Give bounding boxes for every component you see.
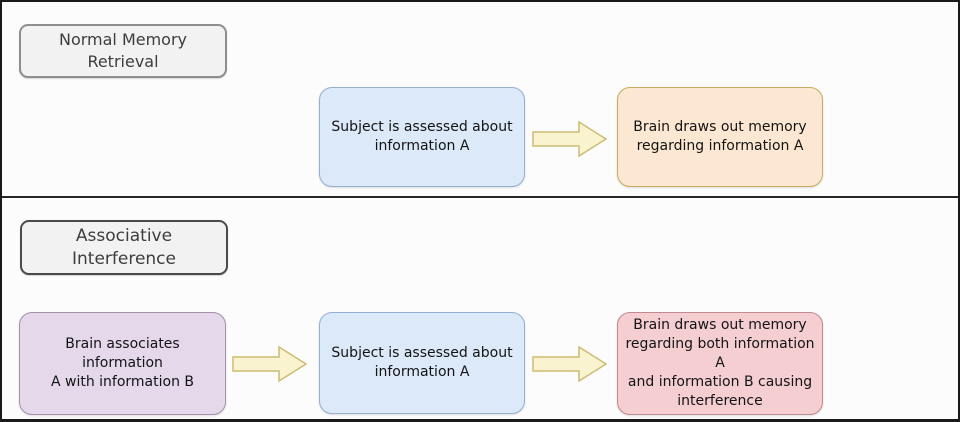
right-arrow-shape xyxy=(532,345,608,383)
right-arrow-shape xyxy=(532,120,608,158)
right-arrow-icon xyxy=(232,345,308,383)
right-arrow-icon xyxy=(532,345,608,383)
node-brain-associates-a-b: Brain associates information A with info… xyxy=(19,312,226,415)
section-label-normal-memory-retrieval: Normal Memory Retrieval xyxy=(19,24,227,78)
section-label-associative-interference: Associative Interference xyxy=(20,220,228,275)
node-subject-assessed-top: Subject is assessed about information A xyxy=(319,87,525,187)
node-brain-draws-memory-a: Brain draws out memory regarding informa… xyxy=(617,87,823,187)
right-arrow-shape xyxy=(232,345,308,383)
node-subject-assessed-bottom: Subject is assessed about information A xyxy=(319,312,525,414)
section-divider xyxy=(2,196,958,198)
right-arrow-icon xyxy=(532,120,608,158)
node-brain-draws-memory-a-b-interference: Brain draws out memory regarding both in… xyxy=(617,312,823,415)
